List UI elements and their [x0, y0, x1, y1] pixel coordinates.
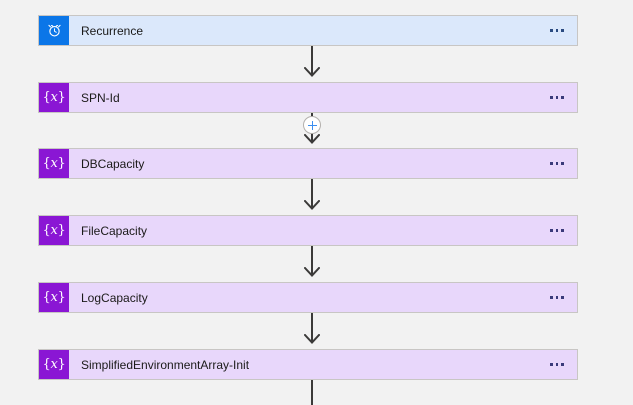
menu-dot	[550, 363, 553, 366]
arrowhead-icon	[304, 134, 320, 144]
insert-step-button-after-spnid[interactable]	[303, 116, 321, 134]
action-card-label: SPN-Id	[81, 90, 120, 105]
arrowhead-icon	[304, 200, 320, 210]
action-card-logcapacity[interactable]: {x} LogCapacity	[38, 282, 578, 313]
card-overflow-menu-icon[interactable]	[537, 16, 577, 45]
menu-dot	[561, 296, 564, 299]
action-card-simplifiedenvironmentarray-init[interactable]: {x} SimplifiedEnvironmentArray-Init	[38, 349, 578, 380]
connector-filecapacity-to-logcapacity	[311, 246, 313, 276]
variable-braces-icon: {x}	[39, 149, 69, 178]
card-overflow-menu-icon[interactable]	[537, 216, 577, 245]
action-card-label: LogCapacity	[81, 290, 148, 305]
menu-dot	[550, 229, 553, 232]
menu-dot	[550, 96, 553, 99]
action-card-label: DBCapacity	[81, 156, 145, 171]
arrowhead-icon	[304, 67, 320, 77]
action-card-label: Recurrence	[81, 23, 144, 38]
card-overflow-menu-icon[interactable]	[537, 283, 577, 312]
menu-dot	[561, 29, 564, 32]
variable-braces-icon: {x}	[39, 350, 69, 379]
connector-recurrence-to-spnid	[311, 46, 313, 76]
variable-braces-icon: {x}	[39, 83, 69, 112]
action-card-filecapacity[interactable]: {x} FileCapacity	[38, 215, 578, 246]
card-overflow-menu-icon[interactable]	[537, 149, 577, 178]
menu-dot	[561, 162, 564, 165]
card-overflow-menu-icon[interactable]	[537, 350, 577, 379]
menu-dot	[550, 162, 553, 165]
menu-dot	[561, 229, 564, 232]
menu-dot	[555, 96, 559, 99]
connector-simplifiedenvarray-to-next	[311, 380, 313, 405]
menu-dot	[561, 363, 564, 366]
menu-dot	[550, 296, 553, 299]
arrowhead-icon	[304, 267, 320, 277]
plus-icon	[307, 120, 317, 130]
action-card-dbcapacity[interactable]: {x} DBCapacity	[38, 148, 578, 179]
action-card-spn-id[interactable]: {x} SPN-Id	[38, 82, 578, 113]
variable-braces-icon: {x}	[39, 216, 69, 245]
menu-dot	[555, 29, 559, 32]
connector-logcapacity-to-simplifiedenvarray	[311, 313, 313, 343]
card-overflow-menu-icon[interactable]	[537, 83, 577, 112]
menu-dot	[561, 96, 564, 99]
alarm-clock-icon	[39, 16, 69, 45]
menu-dot	[550, 29, 553, 32]
menu-dot	[555, 363, 559, 366]
menu-dot	[555, 229, 559, 232]
arrowhead-icon	[304, 334, 320, 344]
connector-dbcapacity-to-filecapacity	[311, 179, 313, 209]
action-card-label: FileCapacity	[81, 223, 148, 238]
action-card-recurrence[interactable]: Recurrence	[38, 15, 578, 46]
menu-dot	[555, 162, 559, 165]
action-card-label: SimplifiedEnvironmentArray-Init	[81, 357, 250, 372]
menu-dot	[555, 296, 559, 299]
variable-braces-icon: {x}	[39, 283, 69, 312]
